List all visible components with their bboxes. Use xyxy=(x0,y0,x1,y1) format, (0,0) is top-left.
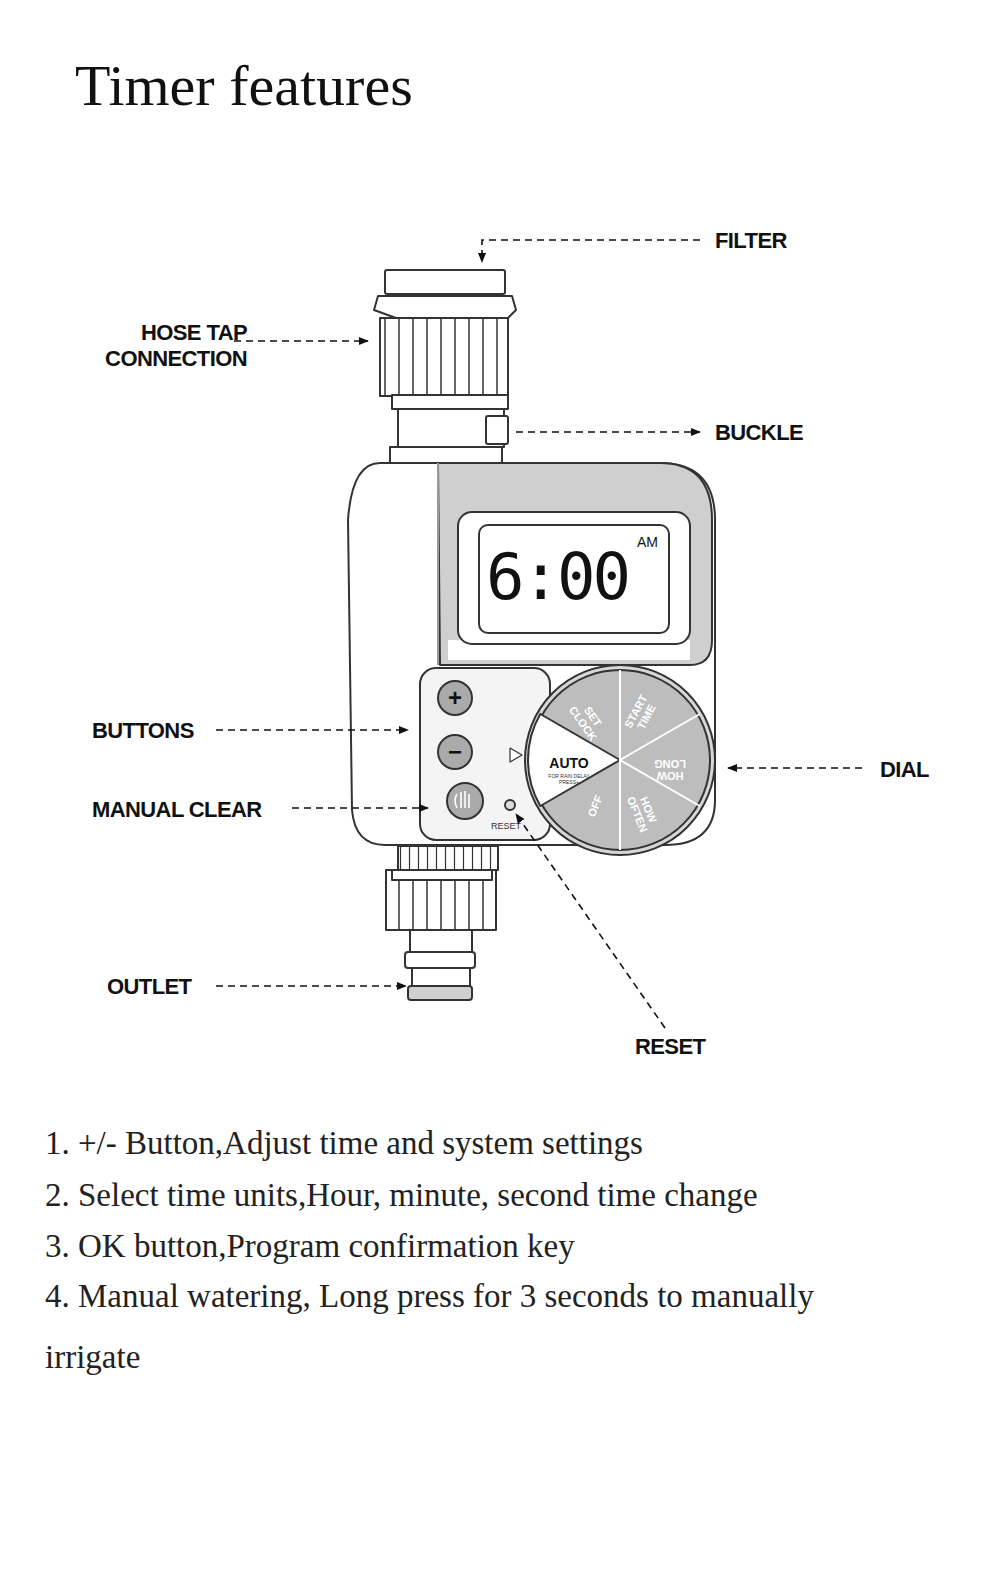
feature-note: 4. Manual watering, Long press for 3 sec… xyxy=(45,1266,905,1388)
node-text: − xyxy=(439,737,471,767)
plus-button: + xyxy=(437,680,473,716)
callout-label: BUCKLE xyxy=(715,420,803,446)
dial-sub-label: FOR RAIN DELAY PRESS+ xyxy=(543,773,595,785)
dial-sector-label: HOW LONG xyxy=(645,758,695,782)
callout-label: OUTLET xyxy=(107,974,191,1000)
callout-label: MANUAL CLEAR xyxy=(92,797,262,823)
dial-sector-label: AUTO xyxy=(538,755,600,771)
callout-label: RESET xyxy=(635,1034,705,1060)
lcd-screen: 6:00 AM xyxy=(478,524,670,634)
feature-note: 3. OK button,Program confirmation key xyxy=(45,1228,575,1265)
callout-label: DIAL xyxy=(880,757,929,783)
callout-label: HOSE TAP CONNECTION xyxy=(92,320,247,372)
minus-button: − xyxy=(437,734,473,770)
callout-label: FILTER xyxy=(715,228,787,254)
node-text: 6:00 xyxy=(486,540,628,614)
callout-label: BUTTONS xyxy=(92,718,194,744)
title: Timer features xyxy=(75,52,413,119)
reset-hole-label: RESET xyxy=(491,821,521,831)
feature-note: 1. +/- Button,Adjust time and system set… xyxy=(45,1125,643,1162)
node-text: + xyxy=(439,683,471,713)
node-subtext: AM xyxy=(637,534,658,550)
feature-note: 2. Select time units,Hour, minute, secon… xyxy=(45,1177,758,1214)
